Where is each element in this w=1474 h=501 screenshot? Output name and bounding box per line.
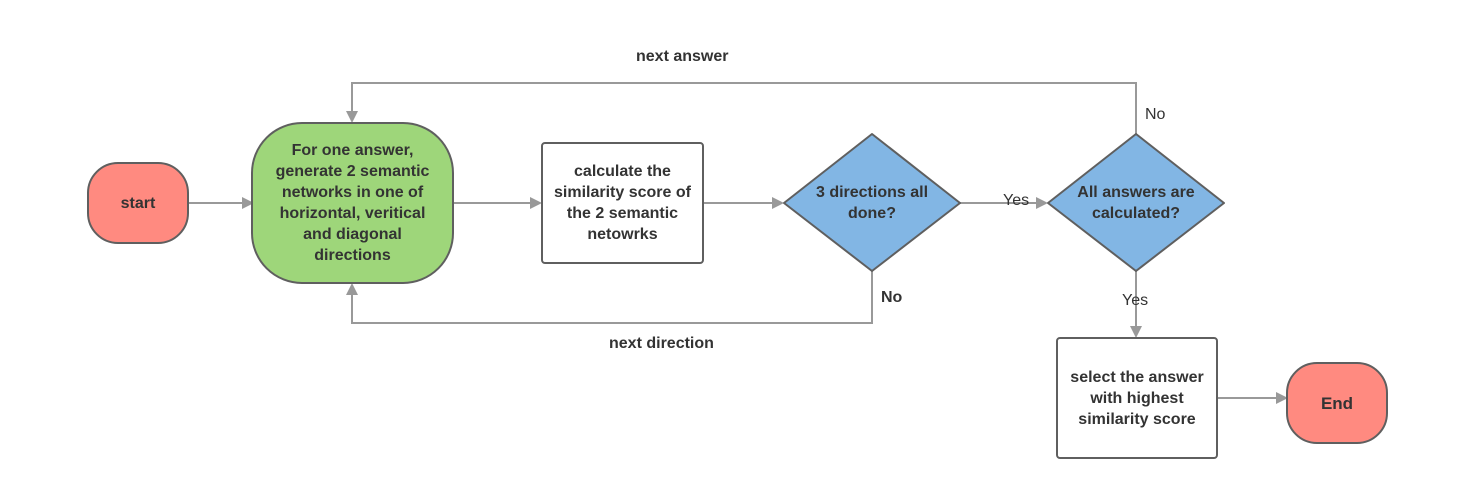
end-node-label: End [1320,393,1354,413]
select-node-shape [1056,337,1218,459]
directions-decision-shape [783,133,961,272]
next-direction-label: next direction [609,335,714,352]
start-node-shape [87,162,189,244]
no-directions-label: No [881,289,903,306]
edge-directions-no-next-direction [346,271,873,324]
select-node-label: select the answer with highest similarit… [1070,368,1204,428]
answers-decision-shape [1047,133,1225,272]
calculate-node-shape [541,142,704,264]
yes-directions-label: Yes [1003,192,1030,209]
answers-decision-label: All answers are calculated? [1077,184,1195,222]
directions-decision-label: 3 directions all done? [815,184,929,222]
calculate-node-label: calculate the similarity score of the 2 … [554,163,691,243]
edge-answers-no-next-answer [346,82,1137,134]
next-answer-label: next answer [636,48,729,65]
yes-answers-label: Yes [1122,292,1149,309]
generate-node-label: For one answer, generate 2 semantic netw… [275,142,430,264]
no-answers-label: No [1145,106,1166,123]
start-node-label: start [120,194,156,212]
end-node-shape [1286,362,1388,444]
connectors [188,82,1288,404]
generate-node-shape [251,122,454,284]
